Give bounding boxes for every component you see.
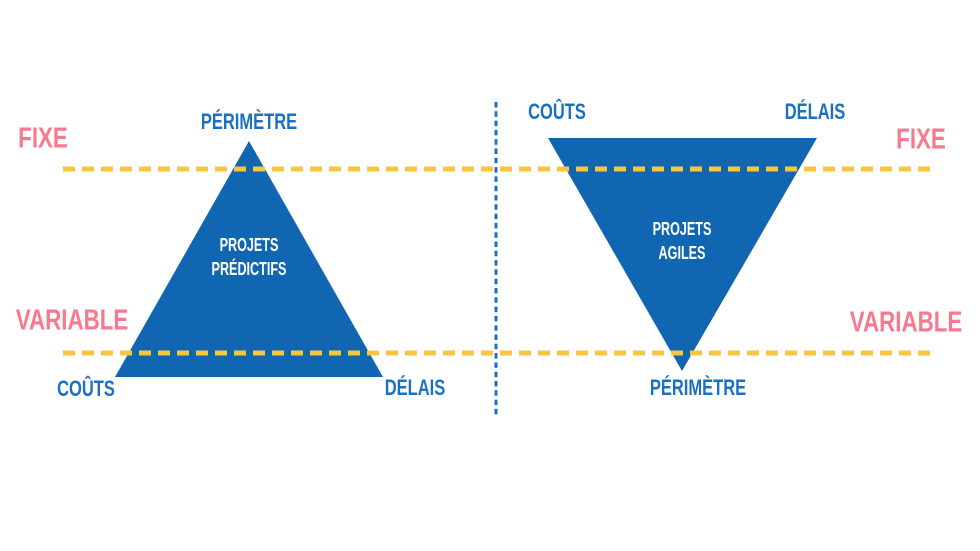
right-perimeter-label: PÉRIMÈTRE <box>649 375 747 400</box>
left-costs-label: COÛTS <box>57 376 115 401</box>
agile-triangle-text-line2: AGILES <box>658 243 706 263</box>
predictive-triangle-text-line1: PROJETS <box>219 235 279 255</box>
left-fixed-label: FIXE <box>18 122 68 155</box>
right-variable-label: VARIABLE <box>849 306 963 339</box>
right-fixed-label: FIXE <box>896 123 946 156</box>
agile-triangle-text-line1: PROJETS <box>652 219 712 239</box>
right-costs-label: COÛTS <box>528 99 586 124</box>
right-delays-label: DÉLAIS <box>784 99 846 124</box>
left-delays-label: DÉLAIS <box>384 375 446 400</box>
agile-triangle-text: PROJETS AGILES <box>653 217 712 265</box>
predictive-triangle-text: PROJETS PRÉDICTIFS <box>212 233 287 281</box>
predictive-triangle <box>115 141 383 377</box>
agile-triangle <box>548 138 817 371</box>
left-perimeter-label: PÉRIMÈTRE <box>200 109 298 134</box>
predictive-triangle-text-line2: PRÉDICTIFS <box>211 259 287 279</box>
left-variable-label: VARIABLE <box>15 304 129 337</box>
